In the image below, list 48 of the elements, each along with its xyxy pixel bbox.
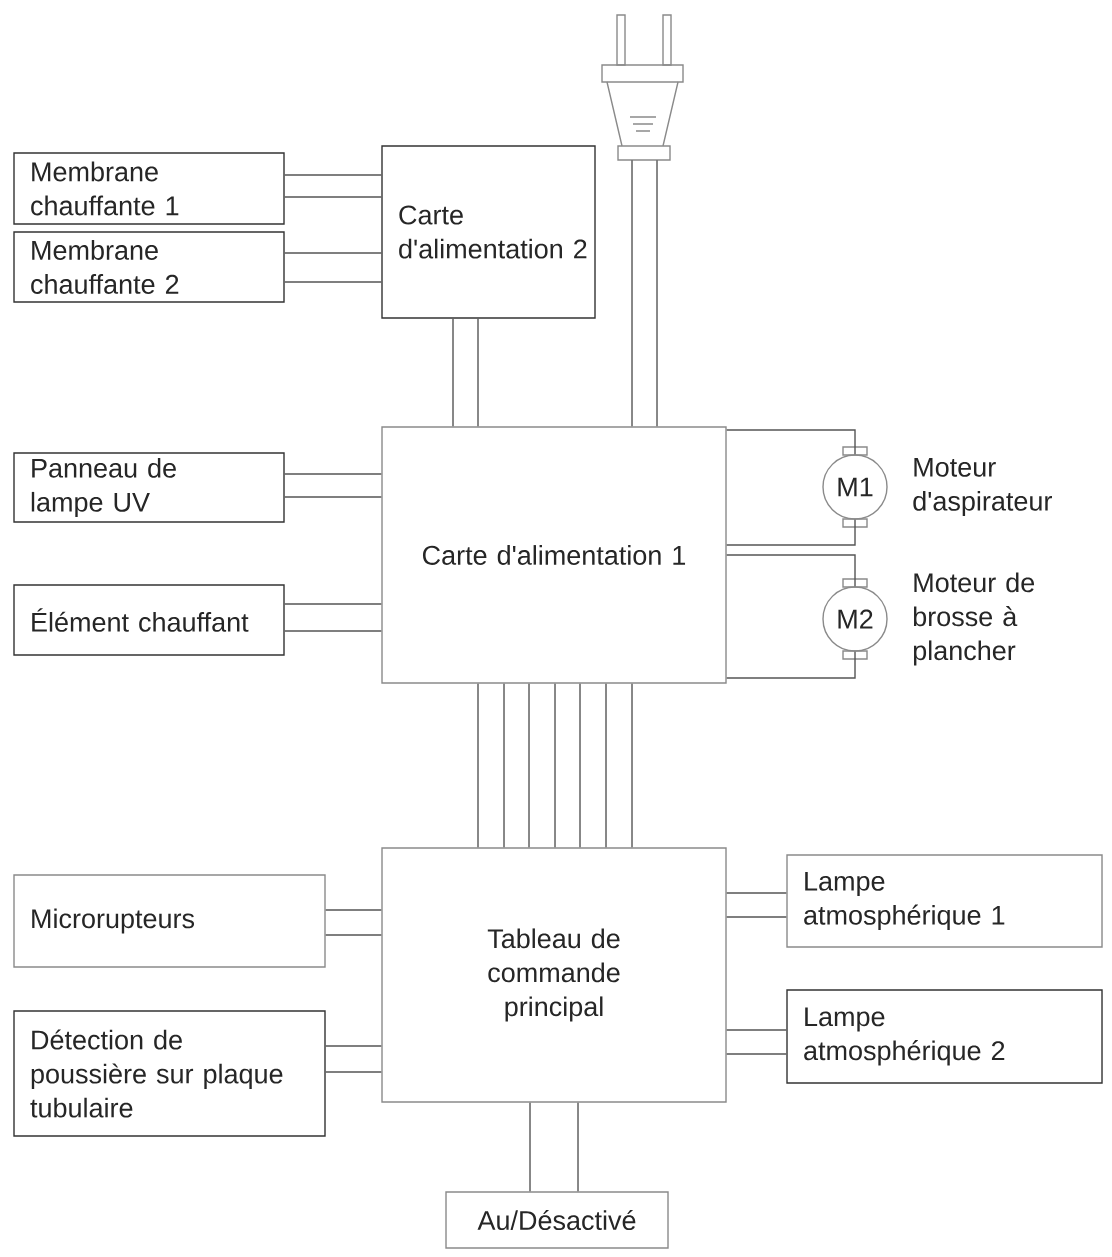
wire [284, 281, 382, 283]
component-box: Membrane chauffante 1 [13, 152, 285, 225]
component-box: Membrane chauffante 2 [13, 231, 285, 303]
wire [284, 630, 382, 632]
wire [284, 174, 382, 176]
wire [726, 519, 856, 546]
wire [325, 1045, 382, 1047]
motor-label: Moteur de brosse à plancher [913, 572, 1035, 666]
wire [577, 1102, 579, 1192]
wire [477, 318, 479, 427]
motor-label: Moteur d'aspirateur [913, 457, 1052, 517]
component-box: Lampe atmosphérique 1 [786, 854, 1103, 948]
wire [284, 196, 382, 198]
wire [631, 159, 633, 427]
wire [528, 683, 530, 848]
wire [325, 1071, 382, 1073]
wire [605, 683, 607, 848]
component-box: Panneau de lampe UV [13, 452, 285, 523]
wire [726, 554, 856, 587]
wire [503, 683, 505, 848]
wire [579, 683, 581, 848]
plug-drawing [601, 14, 684, 161]
wire [656, 159, 658, 427]
component-box: Lampe atmosphérique 2 [786, 989, 1103, 1084]
wire [726, 1053, 787, 1055]
wire [529, 1102, 531, 1192]
wire [284, 496, 382, 498]
wire [554, 683, 556, 848]
wire [726, 1029, 787, 1031]
component-box: Tableau de commande principal [381, 847, 727, 1103]
wire [284, 252, 382, 254]
component-box: Détection de poussière sur plaque tubulaire [13, 1010, 326, 1137]
component-box: Carte d'alimentation 1 [381, 426, 727, 684]
wire [726, 651, 856, 679]
component-box: Élément chauffant [13, 584, 285, 656]
wire [284, 473, 382, 475]
wire [452, 318, 454, 427]
component-box: Microrupteurs [13, 874, 326, 968]
wire [726, 429, 856, 455]
component-box: Carte d'alimentation 2 [381, 145, 596, 319]
wire [726, 892, 787, 894]
wire [477, 683, 479, 848]
wire [631, 683, 633, 848]
wire [325, 909, 382, 911]
wire [726, 916, 787, 918]
wire [325, 934, 382, 936]
component-box: Au/Désactivé [445, 1191, 669, 1249]
wire [284, 603, 382, 605]
